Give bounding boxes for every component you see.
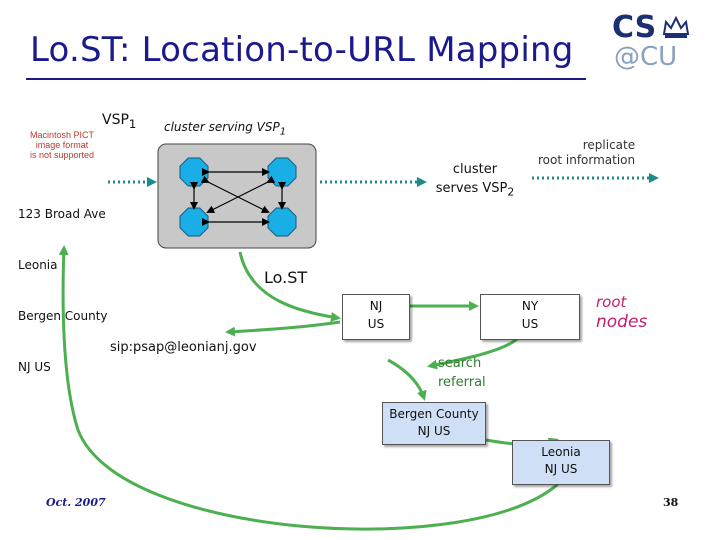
pict-line: image format: [35, 140, 89, 150]
title-underline: [26, 78, 586, 80]
search-line: referral: [438, 375, 486, 390]
cluster-serving-label: cluster serving VSP1: [164, 120, 286, 137]
vsp1-text: VSP: [102, 112, 129, 128]
bergen-county-node: Bergen County NJ US: [382, 402, 486, 445]
crown-icon: [662, 16, 690, 38]
nj-root-node: NJ US: [342, 294, 410, 340]
replicate-line: replicate: [582, 138, 636, 152]
node-line: US: [521, 317, 539, 331]
cluster-serving-text: cluster serving VSP: [164, 120, 280, 134]
green-arrow-nj-to-sip: [225, 320, 341, 337]
cs-columbia-logo: CS @CU: [612, 10, 692, 74]
green-arrow-cluster-to-nj: [238, 251, 341, 322]
node-line: NJ: [369, 299, 383, 313]
cluster2-line2: serves VSP2: [420, 179, 530, 202]
lost-label: Lo.ST: [264, 268, 308, 287]
node-line: Bergen County: [389, 407, 479, 421]
cluster2-line2-sub: 2: [507, 185, 515, 199]
cluster-server-node: [267, 157, 297, 187]
replicate-line: root information: [538, 153, 636, 167]
replicate-label: replicate root information: [538, 138, 635, 168]
root-nodes-label: root nodes: [596, 292, 647, 332]
page-number: 38: [663, 496, 679, 509]
sip-uri: sip:psap@leonianj.gov: [110, 340, 257, 355]
leonia-node: Leonia NJ US: [512, 440, 610, 485]
green-arrow-ny-to-search: [427, 336, 520, 370]
slide-title: Lo.ST: Location-to-URL Mapping: [30, 30, 574, 70]
cluster2-label: cluster serves VSP2: [420, 160, 530, 202]
address-line: 123 Broad Ave: [18, 207, 106, 221]
cluster-server-node: [179, 207, 209, 237]
green-arrow-leonia-to-address: [58, 245, 562, 531]
search-line: search: [438, 356, 482, 371]
vsp1-sub: 1: [128, 116, 137, 131]
footer-date: Oct. 2007: [46, 496, 106, 509]
address-line: Bergen County: [18, 309, 108, 323]
node-line: NY: [521, 299, 539, 313]
cluster-link-diag2: [206, 175, 276, 213]
cluster-server-node: [179, 157, 209, 187]
root-line2: nodes: [596, 312, 648, 332]
vsp1-label: VSP1: [102, 112, 136, 131]
logo-cs-text: CS: [612, 10, 657, 45]
cluster2-line2-text: serves VSP: [435, 181, 508, 196]
green-arrow-ny-to-bergen: [387, 358, 427, 401]
node-line: NJ US: [544, 462, 578, 476]
pict-line: Macintosh PICT: [29, 130, 95, 140]
node-line: Leonia: [541, 445, 581, 459]
ny-root-node: NY US: [480, 294, 580, 340]
address-line: NJ US: [18, 360, 51, 374]
cluster-server-node: [267, 207, 297, 237]
cluster-serving-sub: 1: [279, 126, 287, 138]
node-line: NJ US: [417, 424, 451, 438]
cluster2-line1: cluster: [452, 162, 498, 177]
pict-line: is not supported: [29, 150, 95, 160]
pict-placeholder-image: Macintosh PICT image format is not suppo…: [22, 130, 102, 160]
node-line: US: [367, 317, 385, 331]
logo-cu-text: @CU: [614, 42, 678, 72]
search-referral-label: search referral: [438, 354, 486, 392]
root-line1: root: [596, 293, 627, 311]
address-block: 123 Broad Ave Leonia Bergen County NJ US: [18, 172, 108, 410]
address-line: Leonia: [18, 258, 58, 272]
